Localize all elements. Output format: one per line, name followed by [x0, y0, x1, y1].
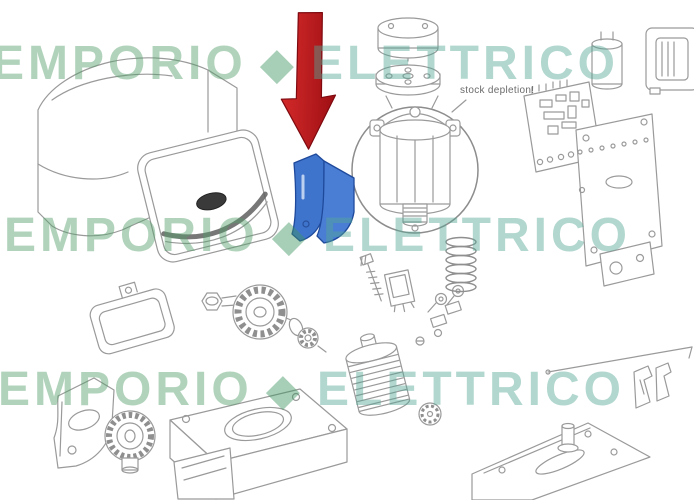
- stock-note: stock depletion!: [460, 85, 535, 96]
- spring: [445, 236, 477, 293]
- pointer-arrow: [280, 11, 337, 150]
- capacitor: [591, 31, 623, 90]
- mounting-plate: [575, 113, 663, 287]
- antenna-wire: [545, 346, 693, 375]
- gearbox-base: [169, 388, 348, 500]
- pinion-gear: [104, 410, 156, 474]
- fixing-screw: [359, 253, 384, 302]
- worm-gear: [345, 333, 442, 426]
- transformer: [645, 27, 694, 95]
- release-bracket: [53, 377, 115, 469]
- came-logo: [196, 192, 227, 211]
- base-plate: [471, 422, 651, 500]
- front-cover: [137, 129, 279, 263]
- cover-clip: [89, 281, 175, 355]
- limit-switch-assembly: [383, 269, 465, 346]
- fixing-clips: [633, 362, 672, 409]
- highlight-bracket: [291, 153, 355, 244]
- motor-detail: [369, 106, 461, 232]
- drive-shaft-gear: [201, 284, 327, 353]
- motor-cap-assembly: [375, 17, 441, 109]
- base-pin: [557, 422, 579, 453]
